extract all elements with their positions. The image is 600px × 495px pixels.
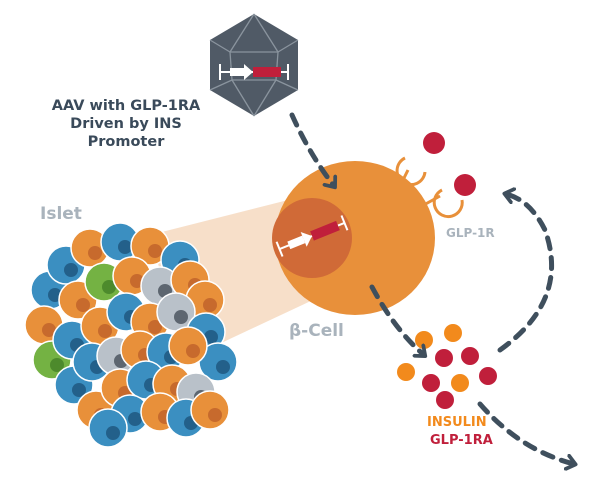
receptor-cup-bottom [432, 188, 464, 219]
arrow-aav-to-cell [289, 112, 334, 186]
islet-cell-nucleus [204, 330, 218, 344]
islet-cell-nucleus [42, 323, 56, 337]
receptor-label: GLP-1R [446, 226, 495, 240]
insulin-granule [451, 374, 469, 392]
islet-cell-nucleus [203, 298, 217, 312]
islet-cell-nucleus [186, 344, 200, 358]
islet-cell-nucleus [118, 240, 132, 254]
glp1ra-granule [435, 349, 453, 367]
islet-cell-nucleus [174, 310, 188, 324]
islet-cell [190, 390, 230, 430]
glp1ra-bound-top [423, 132, 445, 154]
aav-capsid-icon [209, 13, 299, 117]
aav-label-line2: Driven by INS [70, 116, 182, 132]
arrow-cell-to-secretion [369, 284, 424, 355]
arrow-autocrine-loop [497, 194, 554, 353]
glp1ra-granule [422, 374, 440, 392]
islet-label: Islet [40, 204, 82, 224]
aav-label-line3: Promoter [88, 134, 166, 150]
islet-cluster [24, 222, 238, 448]
insulin-granule [397, 363, 415, 381]
secreted-granules [397, 324, 497, 409]
glp1ra-granule [436, 391, 454, 409]
insulin-label: INSULIN [427, 415, 487, 430]
beta-cell-nucleus [272, 198, 352, 278]
arrow-secretion-out [477, 401, 574, 464]
glp1ra-granule [479, 367, 497, 385]
islet-cell-nucleus [72, 383, 86, 397]
glp1ra-label: GLP-1RA [430, 433, 493, 448]
islet-cell-nucleus [208, 408, 222, 422]
islet-cell-nucleus [148, 244, 162, 258]
beta-cell [272, 132, 476, 315]
islet-cell [88, 408, 128, 448]
islet-cell-nucleus [106, 426, 120, 440]
islet-cell-nucleus [216, 360, 230, 374]
islet-cell [168, 326, 208, 366]
glp1ra-granule [461, 347, 479, 365]
islet-cell-nucleus [50, 358, 64, 372]
islet-cell-nucleus [128, 412, 142, 426]
transgene-cassette-nucleus [275, 215, 349, 257]
islet-cell-nucleus [88, 246, 102, 260]
islet-cell-nucleus [98, 324, 112, 338]
glp1ra-bound-bottom [454, 174, 476, 196]
islet-cell-nucleus [76, 298, 90, 312]
transgene-cassette-capsid [219, 64, 289, 80]
insulin-granule [444, 324, 462, 342]
islet-cell-nucleus [148, 320, 162, 334]
insulin-granule [415, 331, 433, 349]
aav-label-line1: AAV with GLP-1RA [52, 98, 201, 114]
beta-cell-label: β-Cell [289, 321, 344, 341]
islet-cell-nucleus [64, 263, 78, 277]
islet-cell-nucleus [102, 280, 116, 294]
